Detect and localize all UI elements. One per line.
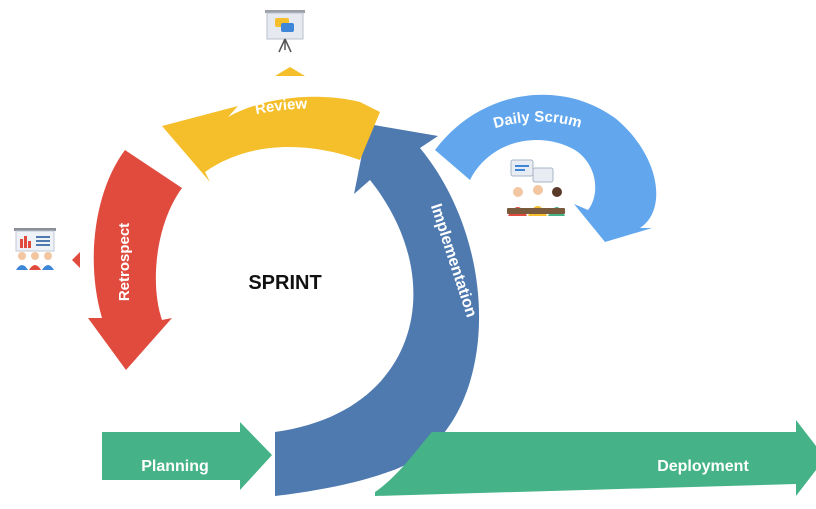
review-arrow [162,96,380,182]
daily-scrum-label: Daily Scrum [491,108,583,132]
review-label: Review [254,95,308,118]
sprint-title: SPRINT [248,272,321,294]
daily-scrum-label-text: Daily Scrum [491,108,583,132]
team-meeting-chart-icon [14,228,56,270]
implementation-arrow [275,124,480,496]
presentation-board-icon [265,10,305,53]
retrospect-marker-triangle [72,252,80,268]
review-label-text: Review [254,95,308,118]
daily-scrum-arrow [435,94,657,242]
retrospect-arrow [88,150,182,370]
review-marker-triangle [275,67,305,76]
planning-arrow [102,422,272,490]
deployment-arrow [375,420,816,496]
deployment-label: Deployment [657,458,749,475]
planning-label: Planning [141,458,209,475]
team-discussion-icon [507,159,565,216]
retrospect-label: Retrospect [116,223,133,301]
